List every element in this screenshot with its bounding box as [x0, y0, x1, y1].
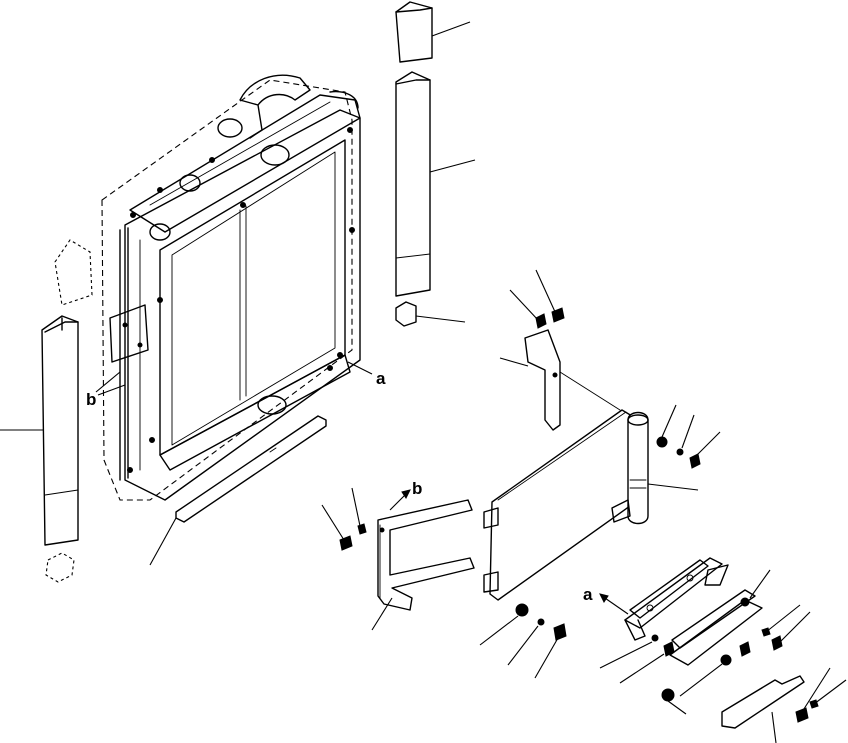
condenser-panel [483, 404, 721, 601]
label-a-radiator: a [376, 369, 386, 388]
hinge-bracket: a [583, 557, 811, 715]
label-a-bracket: a [583, 585, 593, 604]
radiator-assembly [101, 74, 361, 501]
lower-seal-bar [149, 415, 327, 566]
left-seal-column [0, 239, 93, 583]
lower-guard: b [321, 479, 475, 631]
cover-plate [721, 667, 847, 743]
upper-bracket [499, 269, 621, 431]
top-seal-column [395, 1, 476, 327]
label-b-left: b [86, 390, 96, 409]
lower-hardware [479, 603, 567, 679]
label-b-guard: b [412, 479, 422, 498]
